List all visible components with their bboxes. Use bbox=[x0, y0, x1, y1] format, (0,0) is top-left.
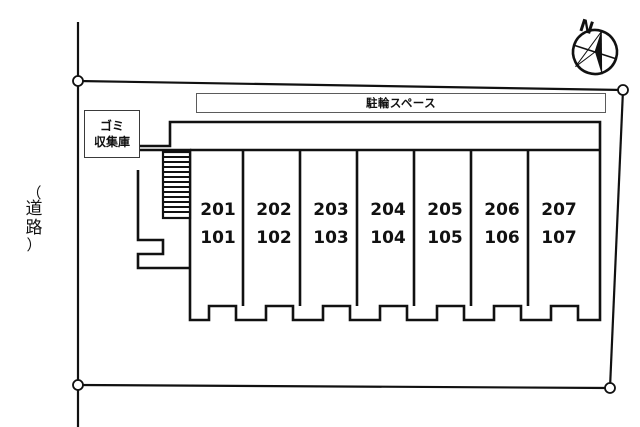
stairwell-structure bbox=[136, 126, 192, 270]
trash-collection-box: ゴミ 収集庫 bbox=[84, 110, 140, 158]
unit-number-upper: 207 bbox=[541, 200, 577, 220]
corner-marker-top-right bbox=[617, 84, 629, 96]
bicycle-parking-label: 駐輪スペース bbox=[365, 96, 437, 110]
unit-number-upper: 205 bbox=[427, 200, 463, 220]
stair-treads bbox=[163, 156, 190, 213]
unit-number-lower: 106 bbox=[484, 228, 520, 249]
bicycle-parking-area: 駐輪スペース bbox=[196, 93, 606, 113]
unit-number-upper: 206 bbox=[484, 200, 520, 220]
corner-marker-top-left bbox=[72, 75, 84, 87]
road-label-char-2: 路 bbox=[25, 218, 43, 239]
road-label-close-paren: ） bbox=[26, 236, 42, 255]
unit-number-lower: 105 bbox=[427, 228, 463, 249]
unit-number-lower: 103 bbox=[313, 228, 349, 249]
road-label-open-paren: （ bbox=[26, 184, 42, 202]
road-label-char-1: 道 bbox=[25, 199, 43, 220]
building-footprint bbox=[136, 120, 602, 322]
trash-collection-label-line1: ゴミ bbox=[99, 118, 124, 133]
boundary-right bbox=[608, 89, 625, 389]
boundary-corner-markers bbox=[72, 75, 629, 394]
unit-number-lower: 107 bbox=[541, 228, 577, 249]
compass-needle-light bbox=[575, 30, 603, 68]
trash-collection-label-line2: 収集庫 bbox=[93, 135, 130, 149]
unit-number-upper: 204 bbox=[370, 200, 406, 220]
boundary-bottom bbox=[77, 383, 611, 390]
compass-axis bbox=[573, 44, 617, 60]
stair-lower-wall bbox=[136, 170, 190, 270]
unit-number-upper: 203 bbox=[313, 200, 349, 220]
unit-number-lower: 102 bbox=[256, 228, 292, 249]
corner-marker-bottom-left bbox=[72, 379, 84, 391]
unit-number-upper: 201 bbox=[200, 200, 236, 220]
corner-marker-bottom-right bbox=[604, 382, 616, 394]
unit-number-upper: 202 bbox=[256, 200, 292, 220]
road-label: （ 道 路 ） bbox=[14, 184, 54, 255]
unit-number-lower: 101 bbox=[200, 228, 236, 249]
compass-north-label: N bbox=[576, 16, 596, 39]
unit-number-lower: 104 bbox=[370, 228, 406, 249]
building-outline bbox=[136, 120, 602, 322]
compass-rose-icon bbox=[571, 28, 619, 76]
boundary-top bbox=[77, 79, 624, 92]
unit-divider-walls bbox=[241, 150, 530, 306]
road-boundary-lines bbox=[76, 22, 625, 427]
